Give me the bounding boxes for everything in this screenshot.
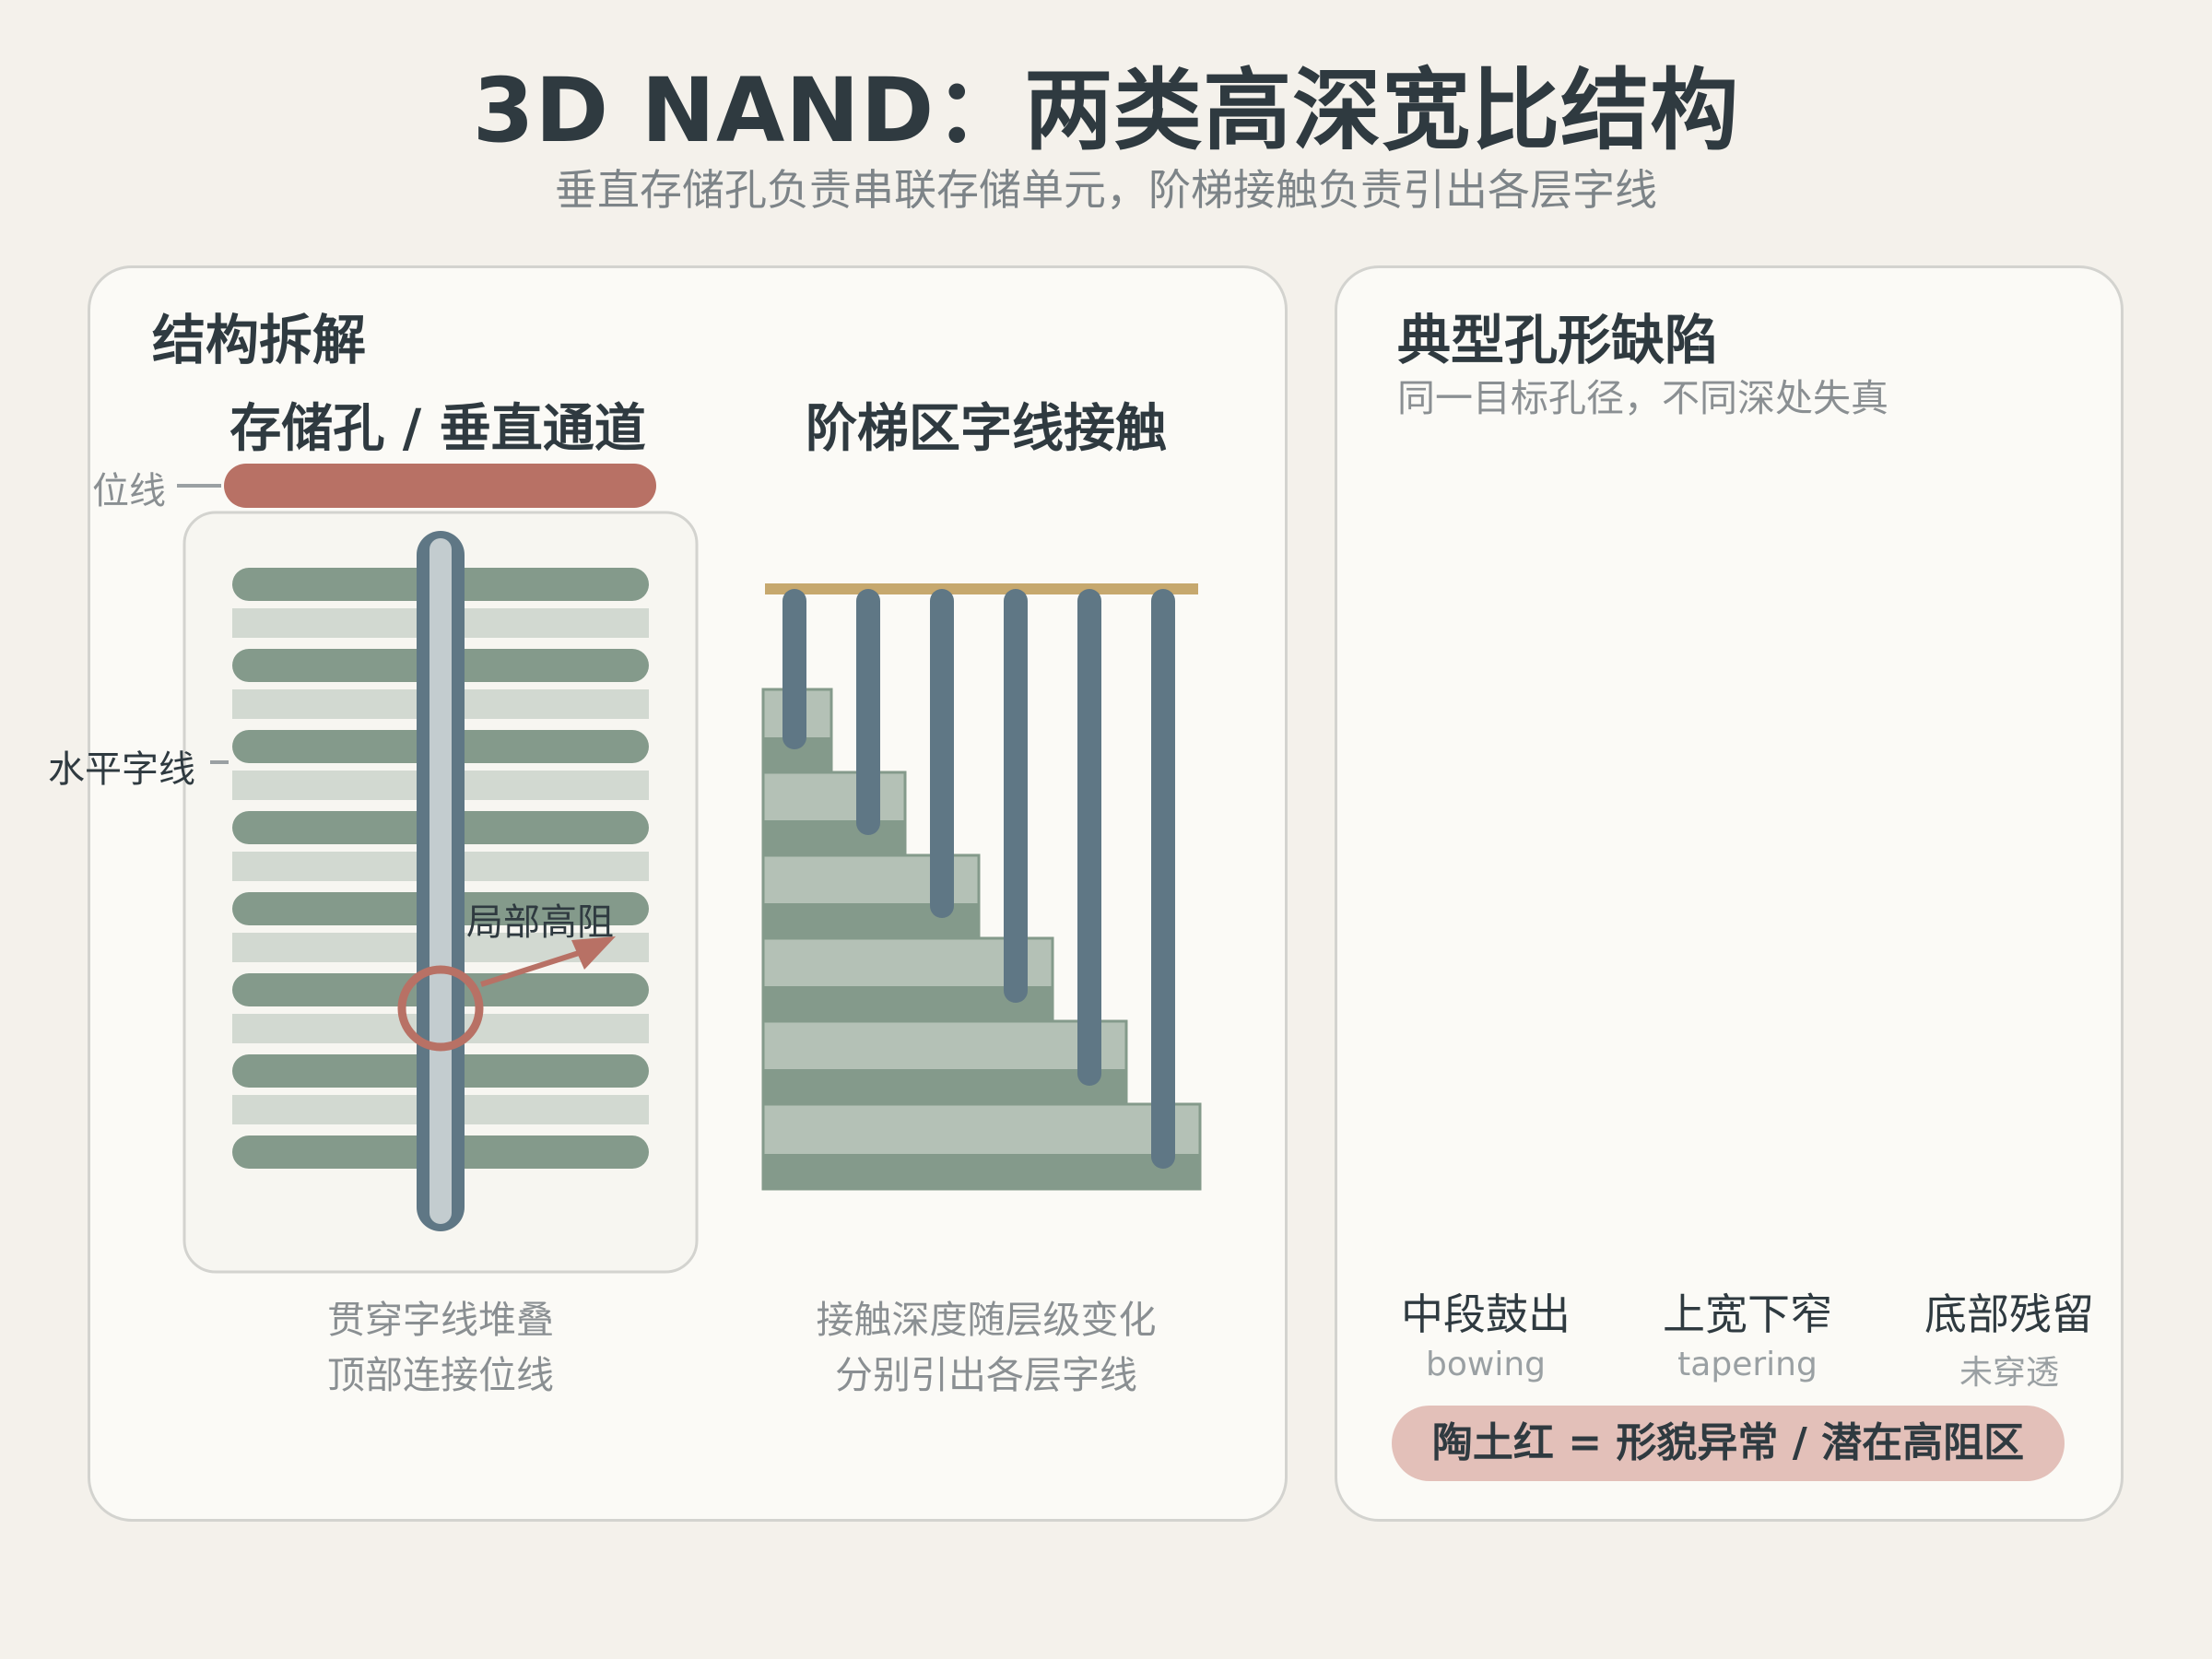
defects-panel [1335,265,2124,1522]
bitline-label: 位线 [92,470,166,512]
defect-label-residue: 底部残留 [1924,1289,2094,1339]
staircase [761,688,1202,1191]
defect-label-bowing: 中段鼓出 [1401,1289,1571,1339]
defect-sublabel-tapering: tapering [1677,1346,1818,1383]
stair-step-base [763,1154,1200,1189]
bitline-bar [224,464,656,508]
page-title: 3D NAND：两类高深宽比结构 [472,59,1740,162]
staircase-caption-line2: 分别引出各层字线 [835,1353,1137,1397]
defect-sublabel-residue: 未穿透 [1959,1354,2059,1392]
staircase-heading: 阶梯区字线接触 [806,399,1167,459]
hotspot-label: 局部高阻 [466,901,614,944]
stair-step-base [763,1069,1126,1104]
color-legend-badge: 陶土红 = 形貌异常 / 潜在高阻区 [1392,1406,2065,1481]
hotspot-arrowhead [571,936,616,970]
structure-panel-title: 结构拆解 [152,309,367,371]
storage-hole-caption-line2: 顶部连接位线 [327,1353,554,1397]
staircase-caption: 接触深度随层级变化 分别引出各层字线 [774,1292,1198,1403]
storage-hole-caption: 贯穿字线堆叠 顶部连接位线 [256,1292,625,1403]
contact-top-line [765,583,1198,594]
defect-label-tapering: 上宽下窄 [1663,1289,1832,1339]
hotspot-ring [397,965,484,1052]
page-subtitle: 垂直存储孔负责串联存储单元，阶梯接触负责引出各层字线 [555,165,1657,215]
defect-sublabel-bowing: bowing [1426,1346,1546,1383]
storage-hole-heading: 存储孔 / 垂直通道 [229,399,646,459]
channel-core [429,538,452,1224]
staircase-contacts [782,589,1175,1169]
hotspot-arrow [480,950,580,987]
staircase-caption-line1: 接触深度随层级变化 [816,1298,1157,1342]
storage-hole-caption-line1: 贯穿字线堆叠 [327,1298,554,1342]
defects-panel-subtitle: 同一目标孔径，不同深处失真 [1397,376,1888,420]
defects-panel-title: 典型孔形缺陷 [1397,309,1719,371]
wordline-label: 水平字线 [48,748,195,791]
stair-step-base [763,820,905,855]
